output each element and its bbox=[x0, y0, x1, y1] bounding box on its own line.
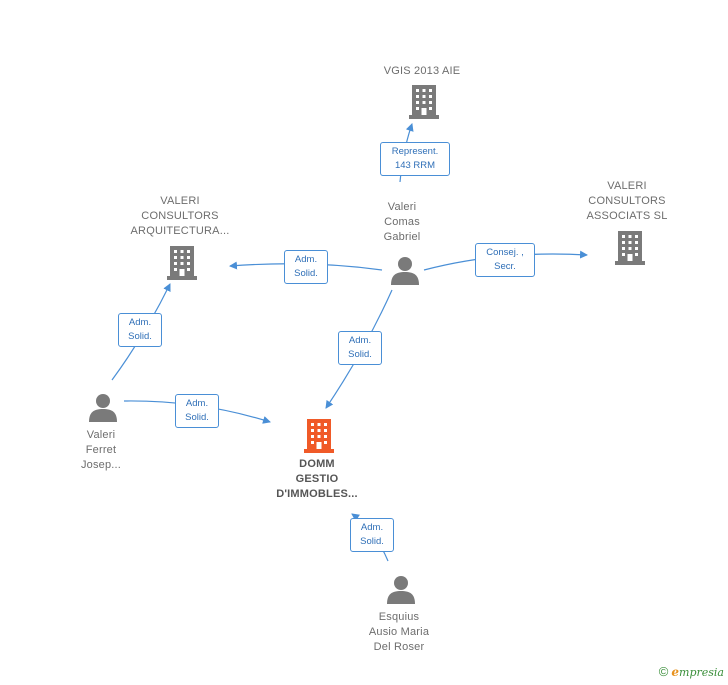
building-icon-highlighted[interactable] bbox=[304, 417, 334, 453]
edge-label-adm-solid[interactable]: Adm. Solid. bbox=[338, 331, 382, 365]
domm-label: DOMM GESTIO D'IMMOBLES... bbox=[276, 458, 358, 500]
valeri-arquitectura-label: VALERI CONSULTORS ARQUITECTURA... bbox=[130, 195, 230, 237]
gabriel-label: Valeri Comas Gabriel bbox=[383, 201, 421, 243]
edge-label-adm-solid[interactable]: Adm. Solid. bbox=[284, 250, 328, 284]
person-icon[interactable] bbox=[386, 574, 416, 604]
edge-label-adm-solid[interactable]: Adm. Solid. bbox=[350, 518, 394, 552]
brand-name: mpresia bbox=[679, 666, 724, 679]
edge-label-adm-solid[interactable]: Adm. Solid. bbox=[118, 313, 162, 347]
building-icon[interactable] bbox=[615, 229, 645, 265]
person-icon[interactable] bbox=[390, 255, 420, 285]
vgis-label: VGIS 2013 AIE bbox=[383, 65, 461, 77]
building-icon[interactable] bbox=[167, 244, 197, 280]
copyright-symbol: © bbox=[658, 664, 669, 679]
person-icon[interactable] bbox=[88, 392, 118, 422]
josep-label: Valeri Ferret Josep... bbox=[80, 429, 122, 471]
edge-label-represent[interactable]: Represent. 143 RRM bbox=[380, 142, 450, 176]
edge-label-adm-solid[interactable]: Adm. Solid. bbox=[175, 394, 219, 428]
building-icon[interactable] bbox=[409, 83, 439, 119]
edge-label-consej-secr[interactable]: Consej. , Secr. bbox=[475, 243, 535, 277]
valeri-associats-label: VALERI CONSULTORS ASSOCIATS SL bbox=[586, 180, 668, 222]
esquius-label: Esquius Ausio Maria Del Roser bbox=[368, 611, 430, 653]
empresia-logo: ©empresia bbox=[659, 664, 724, 679]
brand-e: e bbox=[671, 665, 680, 679]
